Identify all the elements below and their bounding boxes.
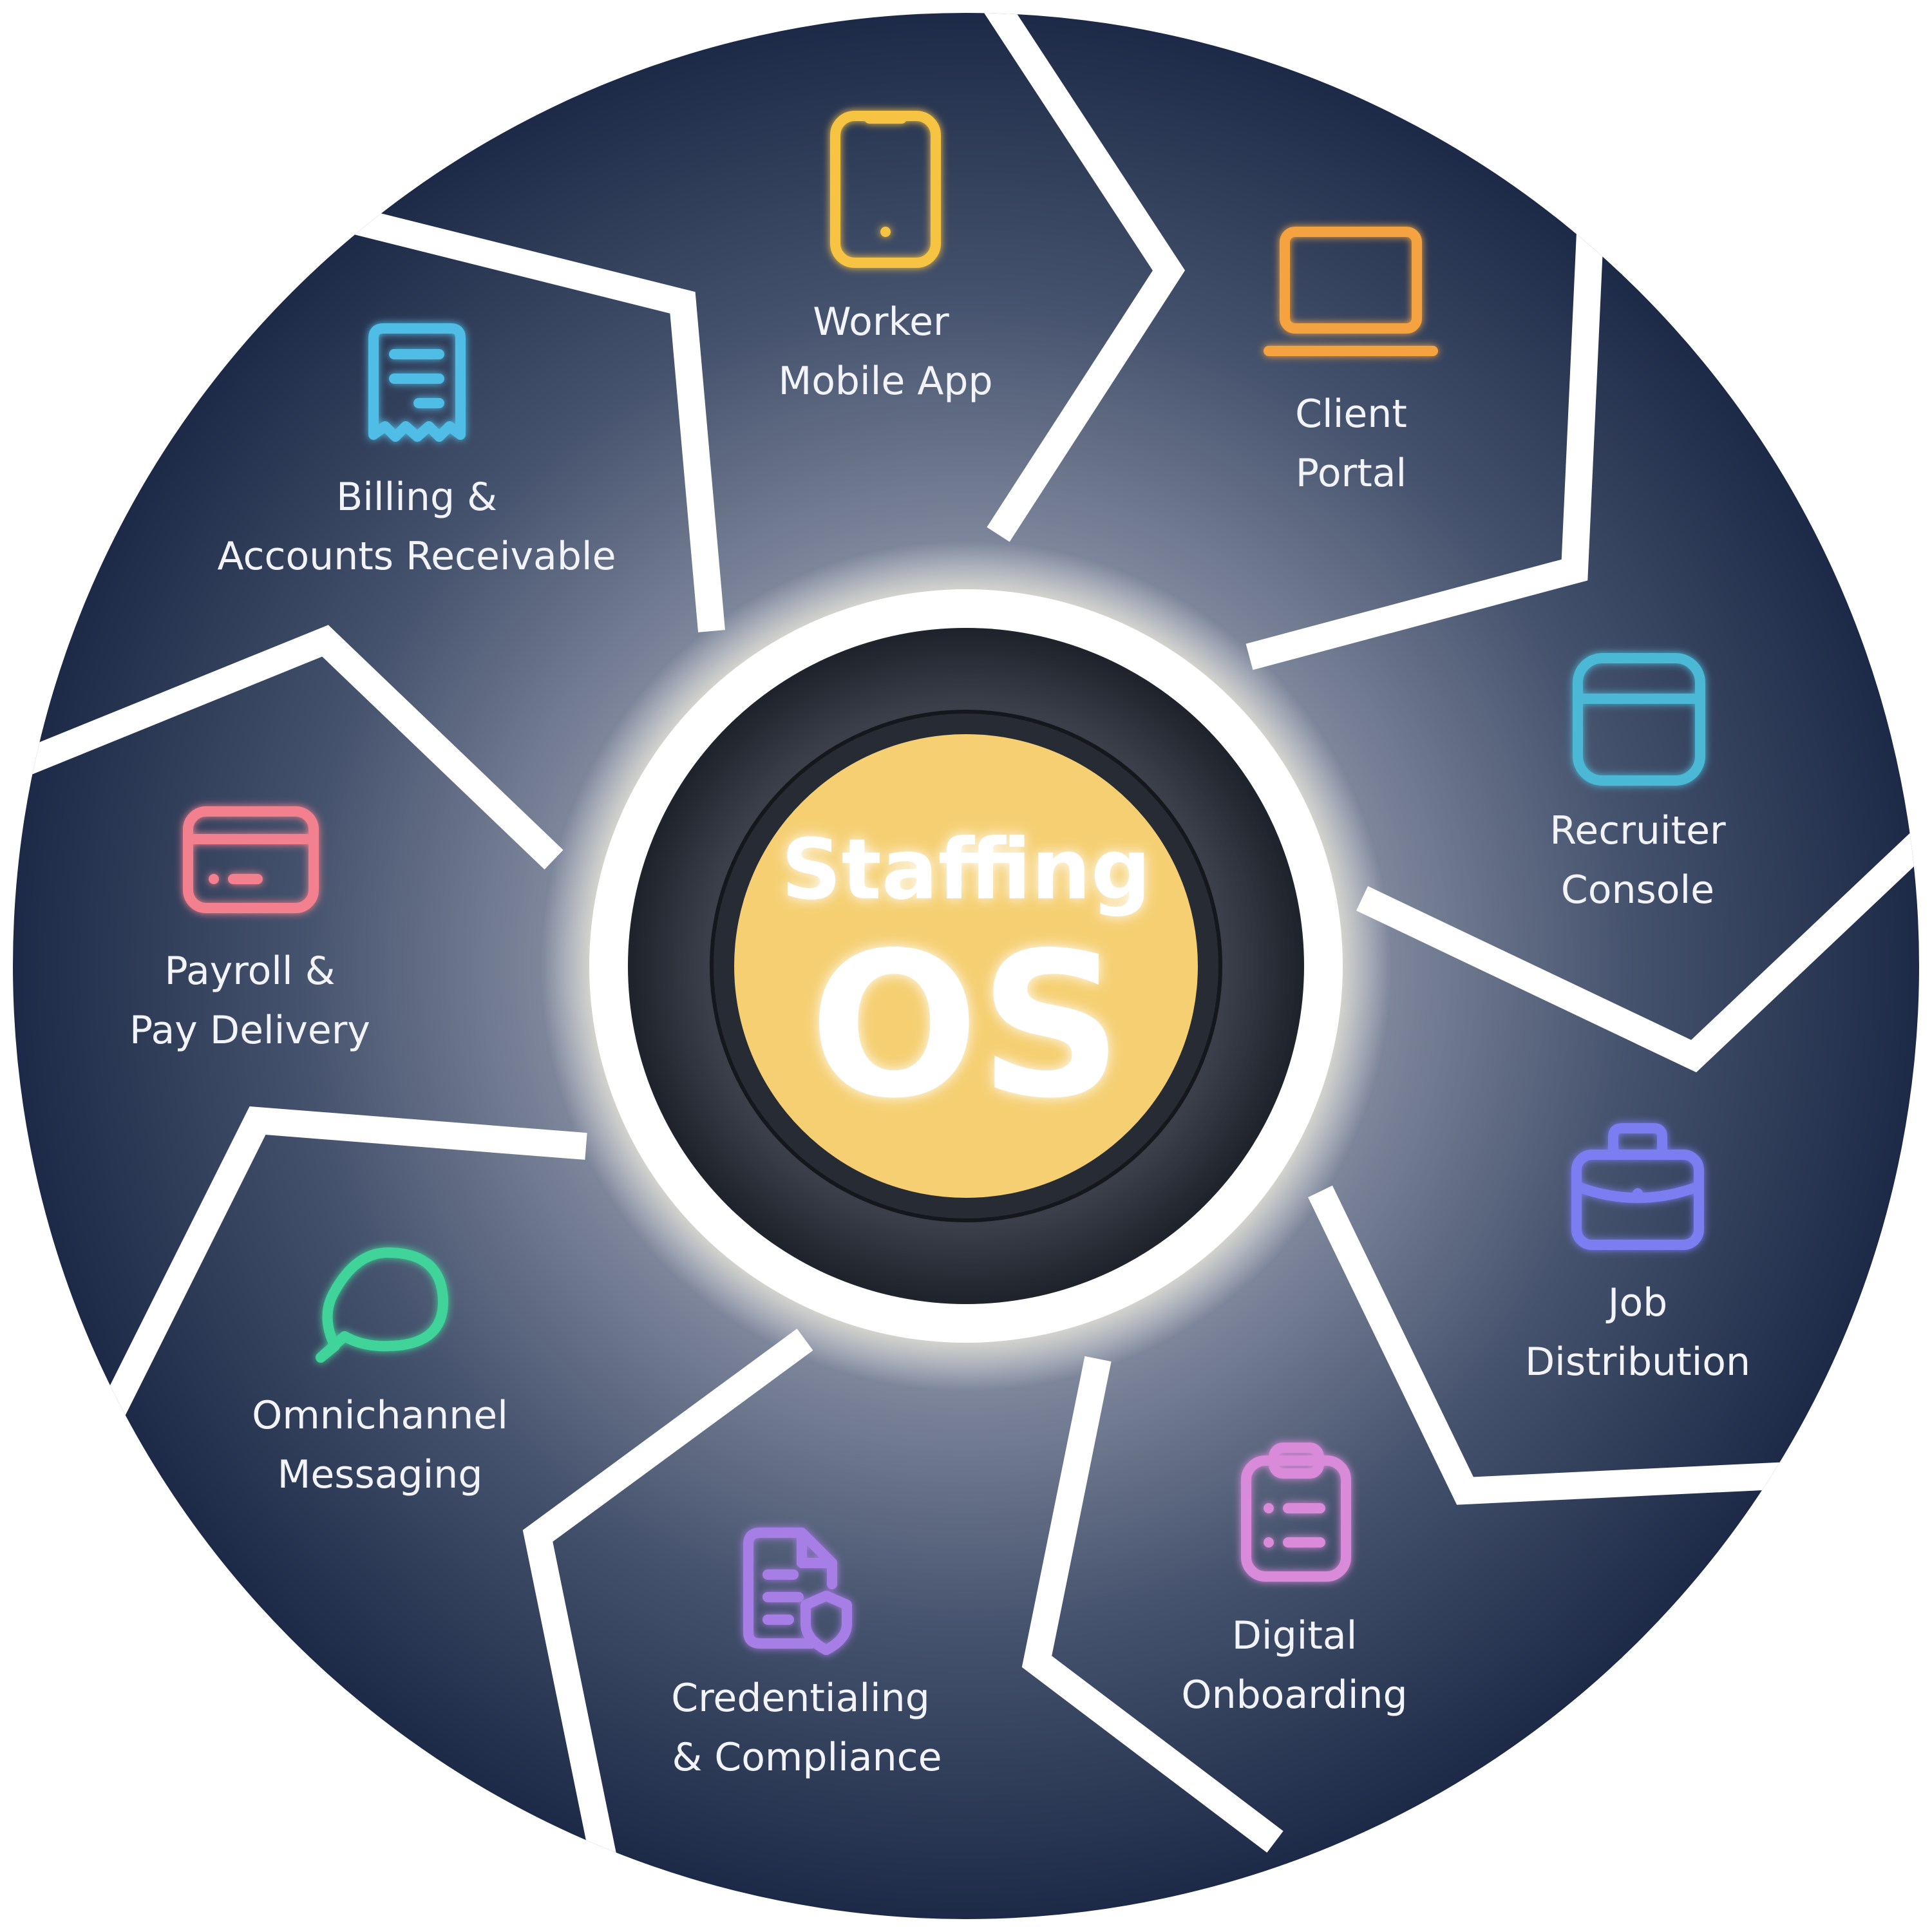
separator-line [91, 1106, 587, 1436]
segment-label: Console [1561, 867, 1714, 913]
segment-label: Digital [1232, 1613, 1358, 1658]
separator-line [1356, 820, 1919, 1073]
separator-line [13, 625, 564, 870]
segment-label: Billing & [336, 475, 497, 520]
segment-label: Pay Delivery [129, 1008, 370, 1053]
center-title-staffing: Staffing [781, 820, 1151, 918]
briefcase-icon [1571, 1123, 1704, 1250]
segment-client-portal: Client Portal [1264, 227, 1438, 496]
segment-label: Mobile App [778, 359, 992, 404]
segment-label: Client [1295, 392, 1407, 437]
segment-label: Onboarding [1181, 1672, 1407, 1718]
center-title-os: OS [810, 910, 1123, 1142]
segment-job-distribution: Job Distribution [1525, 1123, 1750, 1385]
segment-credentialing-compliance: Credentialing & Compliance [671, 1528, 942, 1780]
segment-label: Worker [813, 299, 949, 345]
segment-label: Payroll & [164, 949, 335, 994]
segment-label: & Compliance [672, 1735, 942, 1780]
separator-line [1308, 1185, 1804, 1505]
segment-label: Accounts Receivable [217, 534, 616, 579]
separator-line [522, 1329, 813, 1871]
chat-bubble-icon [316, 1247, 449, 1363]
smartphone-icon [830, 111, 941, 268]
segment-label: Credentialing [671, 1676, 930, 1721]
segment-omnichannel-messaging: Omnichannel Messaging [252, 1247, 508, 1497]
segment-label: Recruiter [1549, 808, 1726, 853]
segment-label: Omnichannel [252, 1393, 508, 1438]
hub-center-disc [734, 734, 1198, 1198]
segment-label: Job [1605, 1280, 1668, 1325]
receipt-icon [368, 323, 466, 442]
separator-line [980, 13, 1186, 542]
segment-label: Distribution [1525, 1340, 1750, 1385]
browser-window-icon [1573, 653, 1705, 786]
segment-billing-accounts-receivable: Billing & Accounts Receivable [217, 323, 616, 579]
separator-line [344, 205, 725, 632]
segment-digital-onboarding: Digital Onboarding [1181, 1443, 1408, 1718]
separator-line [1245, 218, 1604, 670]
segment-label: Messaging [278, 1452, 483, 1497]
document-shield-icon [743, 1528, 852, 1655]
segment-separators [0, 0, 1932, 1868]
clipboard-icon [1241, 1443, 1351, 1582]
segment-recruiter-console: Recruiter Console [1549, 653, 1726, 913]
segment-label: Portal [1296, 451, 1406, 496]
credit-card-icon [183, 806, 319, 913]
segment-payroll-pay-delivery: Payroll & Pay Delivery [129, 806, 370, 1053]
laptop-icon [1264, 227, 1438, 356]
separator-line [1021, 1356, 1283, 1853]
segment-worker-mobile-app: Worker Mobile App [778, 111, 993, 404]
